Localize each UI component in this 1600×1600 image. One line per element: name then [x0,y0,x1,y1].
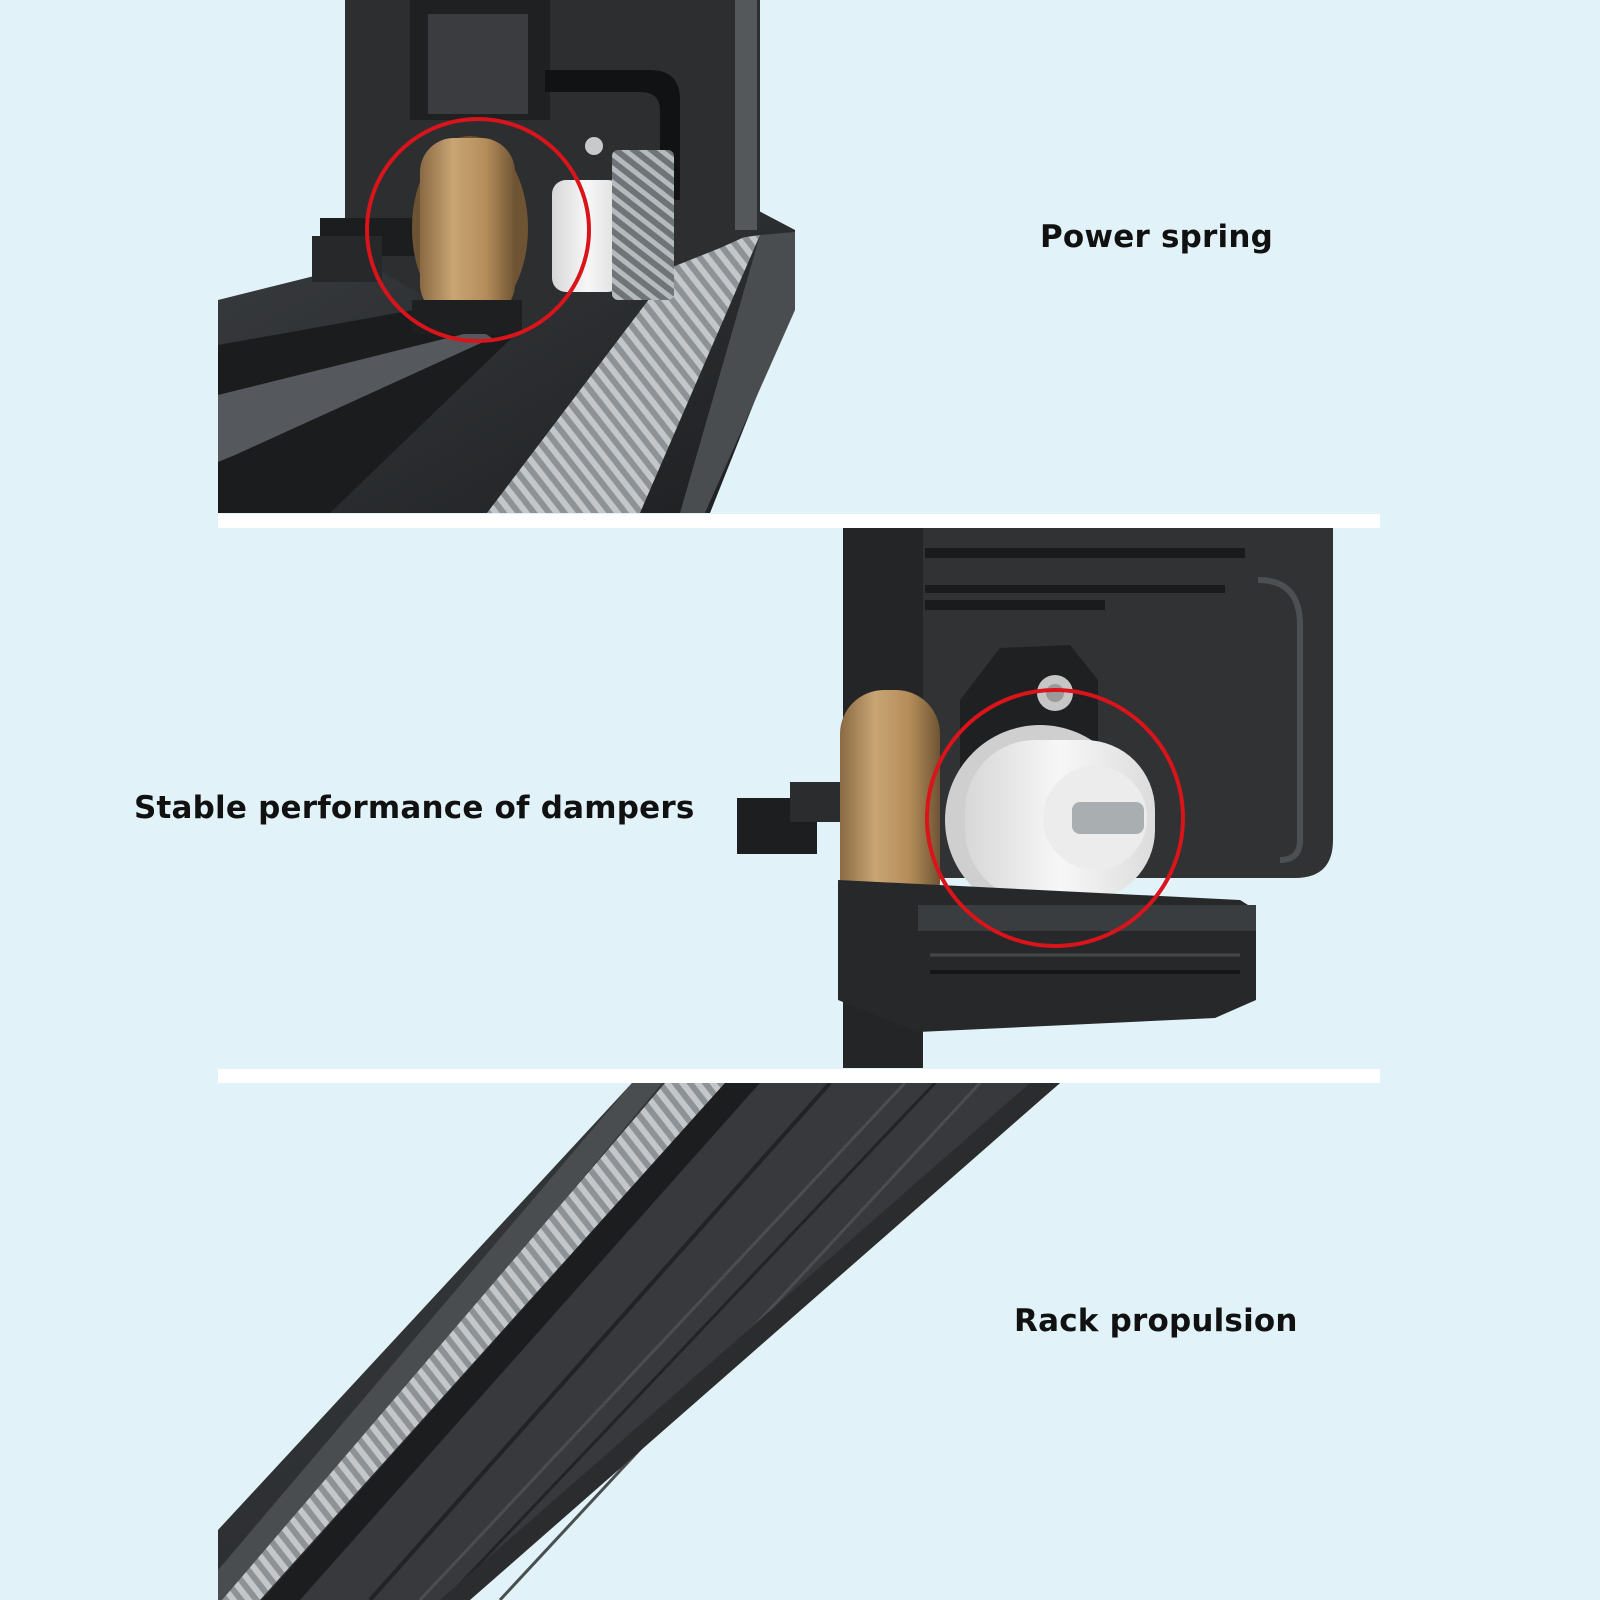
pivot-screw-slot [1046,684,1064,702]
housing-top-groove-3 [925,600,1105,610]
track-ridge-1 [368,1083,832,1600]
caption-power-spring: Power spring [1040,219,1273,255]
panel-rack-photo [218,1083,1060,1600]
caption-rack-propulsion: Rack propulsion [1014,1303,1298,1339]
rack-teeth [487,235,760,513]
housing-rounded-edge [1257,577,1303,863]
rail-side-ridge [680,232,795,513]
screw-head [585,137,603,155]
highlight-circle-damper [925,688,1185,948]
base-block-top [918,905,1256,931]
housing-top-groove-1 [925,548,1245,558]
track-right-edge [440,1083,1060,1600]
track-ridge-3 [443,1083,937,1600]
rack-channel-wall [262,1083,760,1600]
panel-divider-2 [218,1069,1380,1083]
power-spring-coil [420,138,515,318]
caption-dampers: Stable performance of dampers [134,790,695,826]
damper-shaft [1072,802,1144,834]
highlight-circle-spring [365,117,591,343]
housing-top-groove-2 [925,585,1225,593]
panel-divider-1 [218,514,1380,528]
track-face [300,1083,1060,1600]
housing-side-plate [735,0,757,230]
rail-highlight [218,330,492,462]
rack-teeth-strip [222,1083,725,1600]
damper-spring-coil [840,690,940,926]
clip-bracket-tab [790,782,842,822]
panel-power-spring-photo [218,0,795,513]
panel-damper-photo [737,528,1333,1068]
housing-bracket-inner [428,14,528,114]
drive-gear [612,150,674,300]
track-ridge-2 [418,1083,907,1600]
track-left-lip [218,1083,662,1600]
